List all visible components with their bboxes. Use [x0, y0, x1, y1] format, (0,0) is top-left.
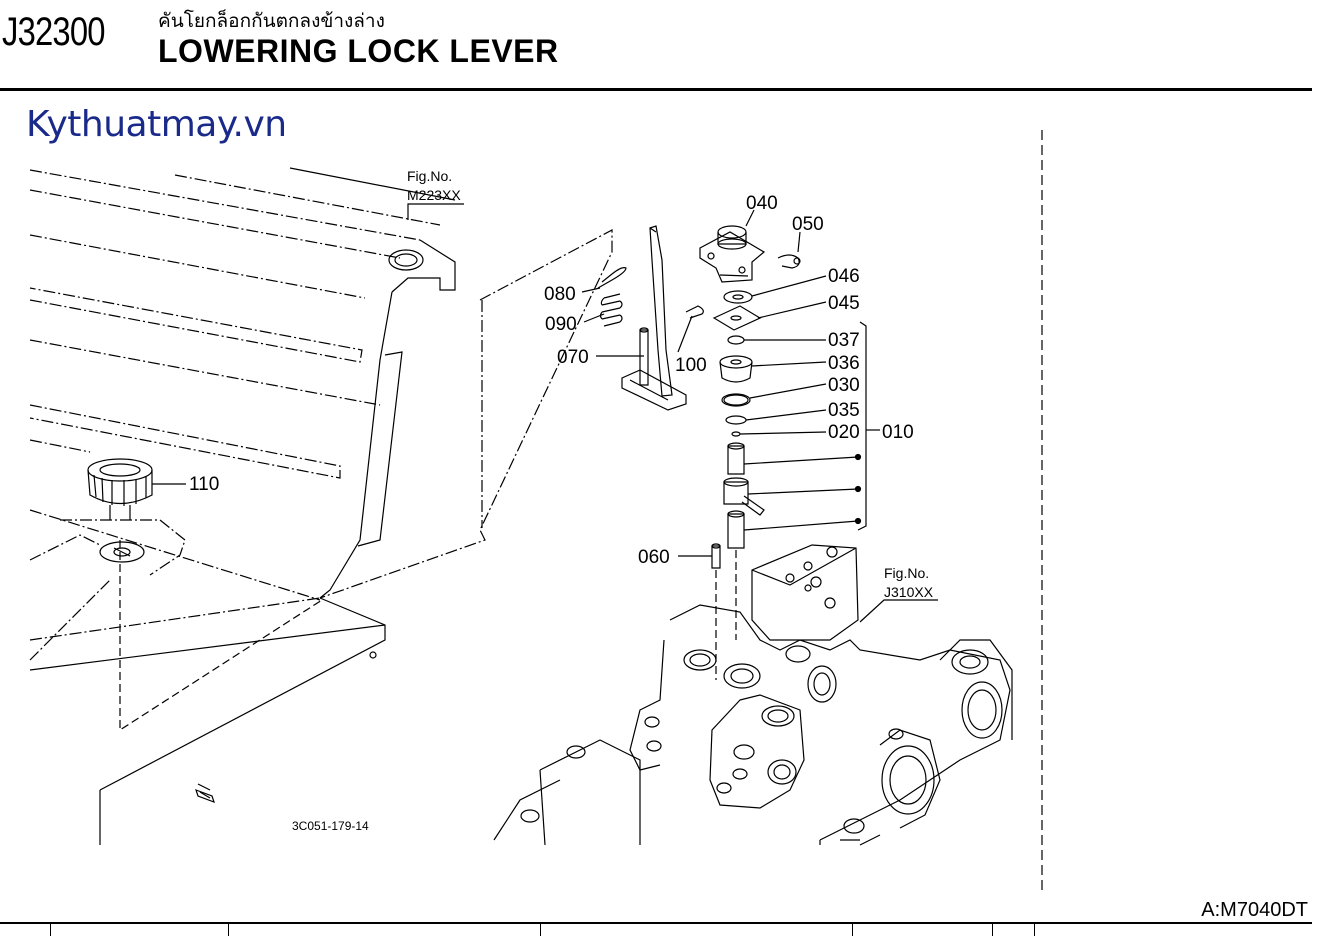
part-label-040: 040	[746, 193, 778, 214]
part-label-070: 070	[557, 347, 589, 368]
part-label-037: 037	[828, 330, 860, 351]
part-label-090: 090	[545, 314, 577, 335]
footer-tick	[992, 924, 993, 936]
footer-tick	[50, 924, 51, 936]
part-label-035: 035	[828, 400, 860, 421]
leader-lines	[407, 203, 938, 623]
footer-tick	[540, 924, 541, 936]
part-label-045: 045	[828, 293, 860, 314]
part-label-110: 110	[189, 474, 219, 495]
fig-ref-left-code: M223XX	[407, 187, 461, 203]
footer-tick	[852, 924, 853, 936]
page-code: J32300	[2, 10, 106, 54]
part-label-010: 010	[882, 422, 914, 443]
watermark: Kythuatmay.vn	[26, 104, 287, 145]
part-label-046: 046	[828, 266, 860, 287]
page-title-thai: คันโยกล็อกกันตกลงข้างล่าง	[158, 10, 385, 32]
part-label-060: 060	[638, 547, 670, 568]
floor-panel-drawing	[29, 167, 613, 845]
part-label-050: 050	[792, 214, 824, 235]
header-divider	[0, 88, 1312, 91]
part-label-100: 100	[675, 355, 707, 376]
part-label-036: 036	[828, 353, 860, 374]
fig-ref-right-code: J310XX	[884, 584, 934, 600]
footer-tick	[1034, 924, 1035, 936]
valve-housing-drawing	[493, 544, 1013, 846]
footer-tick	[228, 924, 229, 936]
knob-110	[87, 458, 186, 563]
part-label-020: 020	[828, 422, 860, 443]
model-code: A:M7040DT	[1201, 899, 1308, 921]
drawing-code: 3C051-179-14	[292, 819, 369, 833]
fig-ref-right-label: Fig.No.	[884, 565, 929, 581]
page-title: LOWERING LOCK LEVER	[158, 33, 559, 69]
footer-divider	[0, 922, 1312, 924]
fig-ref-left-label: Fig.No.	[407, 168, 452, 184]
part-label-080: 080	[544, 284, 576, 305]
part-label-030: 030	[828, 375, 860, 396]
